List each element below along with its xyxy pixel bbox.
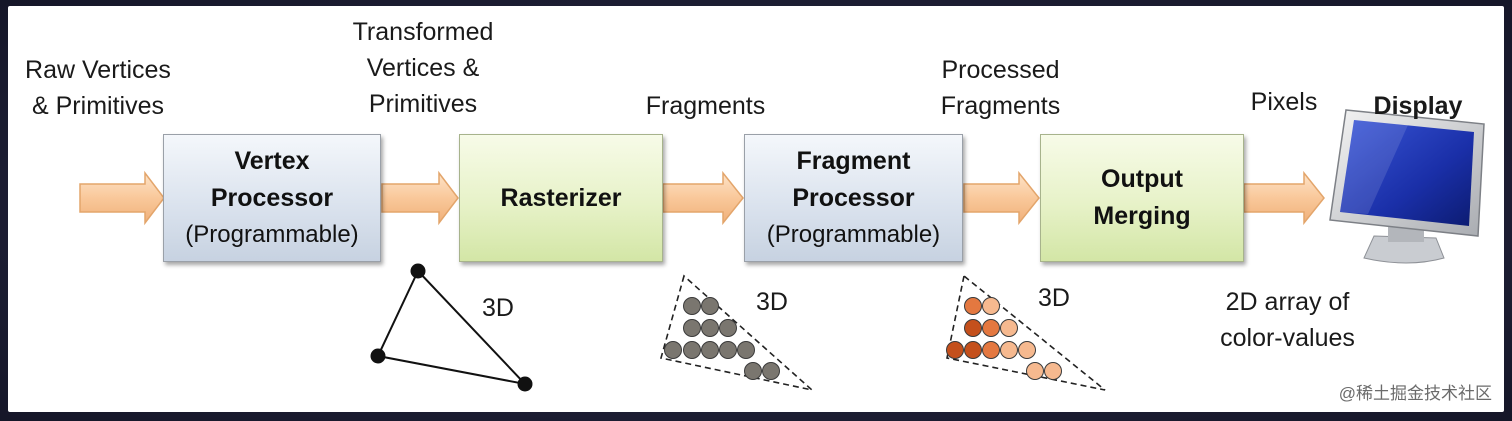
arrow-1	[79, 170, 165, 226]
label-display: Display	[1373, 92, 1463, 120]
arrow-5	[1243, 170, 1325, 226]
label-3d-gray: 3D	[756, 288, 788, 316]
fragment-dot	[1000, 319, 1018, 337]
fragment-dot	[964, 341, 982, 359]
fragment-dot	[982, 341, 1000, 359]
triangle-wireframe-icon	[370, 263, 533, 392]
fragment-dot	[664, 341, 682, 359]
pipeline-graphics	[79, 109, 1485, 392]
stage-title: Output Merging	[1093, 165, 1191, 230]
fragment-dot	[1044, 362, 1062, 380]
label-processed-fragments: Processed Fragments	[940, 56, 1061, 120]
label-3d-triangle: 3D	[482, 294, 514, 322]
label-transformed-vertices: Transformed Vertices & Primitives	[352, 18, 494, 118]
stage-title: Fragment Processor	[792, 147, 915, 212]
fragment-dot	[1000, 341, 1018, 359]
fragment-dot	[719, 341, 737, 359]
gray-fragments-icon	[659, 274, 815, 392]
diagram-panel: Raw Vertices & Primitives Transformed Ve…	[8, 6, 1504, 412]
fragment-dot	[737, 341, 755, 359]
fragment-dot	[982, 297, 1000, 315]
fragment-dot	[964, 319, 982, 337]
stage-title: Vertex Processor	[210, 147, 334, 212]
stage-vertex-processor: Vertex Processor (Programmable)	[163, 134, 381, 262]
stage-rasterizer: Rasterizer	[459, 134, 663, 262]
label-raw-vertices: Raw Vertices & Primitives	[25, 56, 171, 120]
label-3d-orange: 3D	[1038, 284, 1070, 312]
fragment-dot	[1026, 362, 1044, 380]
fragment-dot	[744, 362, 762, 380]
fragment-dot	[1018, 341, 1036, 359]
fragment-dot	[701, 341, 719, 359]
fragment-dot	[719, 319, 737, 337]
monitor-icon	[1329, 109, 1485, 264]
fragment-dot	[982, 319, 1000, 337]
fragment-dot	[683, 319, 701, 337]
stage-output-merging: Output Merging	[1040, 134, 1244, 262]
label-2d-array: 2D array of color-values	[1220, 288, 1355, 352]
orange-fragments-icon	[946, 274, 1106, 391]
stage-fragment-processor: Fragment Processor (Programmable)	[744, 134, 963, 262]
label-fragments: Fragments	[645, 92, 766, 120]
stage-subtitle: (Programmable)	[185, 221, 359, 248]
stage-title: Rasterizer	[500, 183, 622, 212]
watermark: @稀土掘金技术社区	[1338, 384, 1492, 403]
arrow-2	[381, 170, 459, 226]
fragment-dot	[701, 297, 719, 315]
fragment-dot	[946, 341, 964, 359]
label-pixels: Pixels	[1250, 88, 1318, 116]
stage-subtitle: (Programmable)	[766, 221, 941, 248]
fragment-dot	[683, 341, 701, 359]
fragment-dot	[964, 297, 982, 315]
arrow-4	[963, 170, 1040, 226]
fragment-dot	[683, 297, 701, 315]
arrow-3	[662, 170, 744, 226]
fragment-dot	[701, 319, 719, 337]
fragment-dot	[762, 362, 780, 380]
